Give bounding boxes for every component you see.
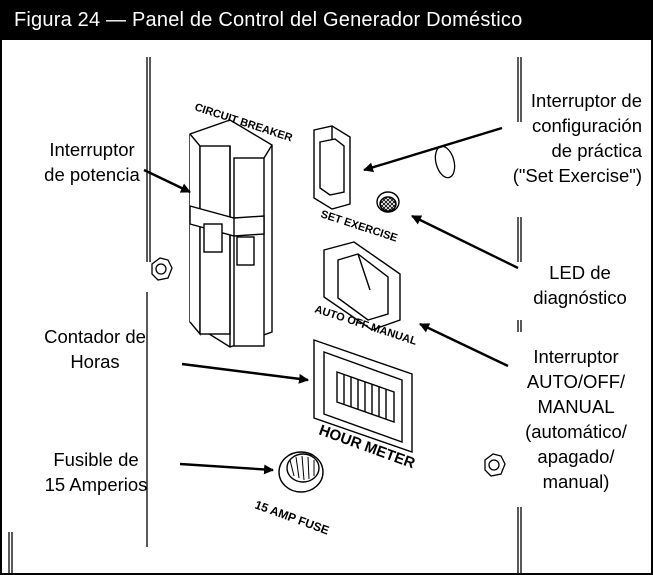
callout-circuit-breaker: Interruptor de potencia bbox=[44, 139, 140, 185]
mounting-bolt-right bbox=[484, 453, 506, 477]
callout-mode-switch: Interruptor AUTO/OFF/ MANUAL (automático… bbox=[525, 346, 627, 492]
fuse-marking: 15 AMP FUSE bbox=[253, 498, 331, 538]
arrow-mode-switch bbox=[419, 322, 509, 368]
figure-header: Figura 24 — Panel de Control del Generad… bbox=[2, 2, 651, 40]
arrow-set-exercise bbox=[363, 126, 503, 173]
callout-led: LED de diagnóstico bbox=[533, 262, 627, 308]
arrow-led bbox=[411, 214, 519, 270]
circuit-breaker bbox=[189, 119, 273, 348]
diagnostic-led bbox=[376, 191, 400, 213]
hour-meter bbox=[313, 339, 413, 453]
panel-hole bbox=[434, 145, 456, 179]
panel-frame-lines bbox=[8, 57, 522, 573]
callout-set-exercise: Interruptor de configuración de práctica… bbox=[512, 90, 642, 186]
arrow-hour-meter bbox=[181, 362, 309, 384]
callout-hour-meter: Contador de Horas bbox=[44, 326, 146, 372]
arrow-fuse bbox=[179, 462, 274, 475]
callout-arrows bbox=[143, 126, 519, 475]
figure-title: Figura 24 — Panel de Control del Generad… bbox=[14, 9, 523, 31]
set-exercise-switch bbox=[313, 125, 351, 210]
callout-fuse: Fusible de 15 Amperios bbox=[44, 449, 148, 495]
arrow-circuit-breaker bbox=[143, 168, 191, 194]
auto-off-manual-switch bbox=[323, 241, 401, 331]
fuse-holder bbox=[278, 451, 324, 493]
set-exercise-marking: SET EXERCISE bbox=[319, 208, 399, 244]
mounting-bolt-left bbox=[151, 257, 173, 281]
